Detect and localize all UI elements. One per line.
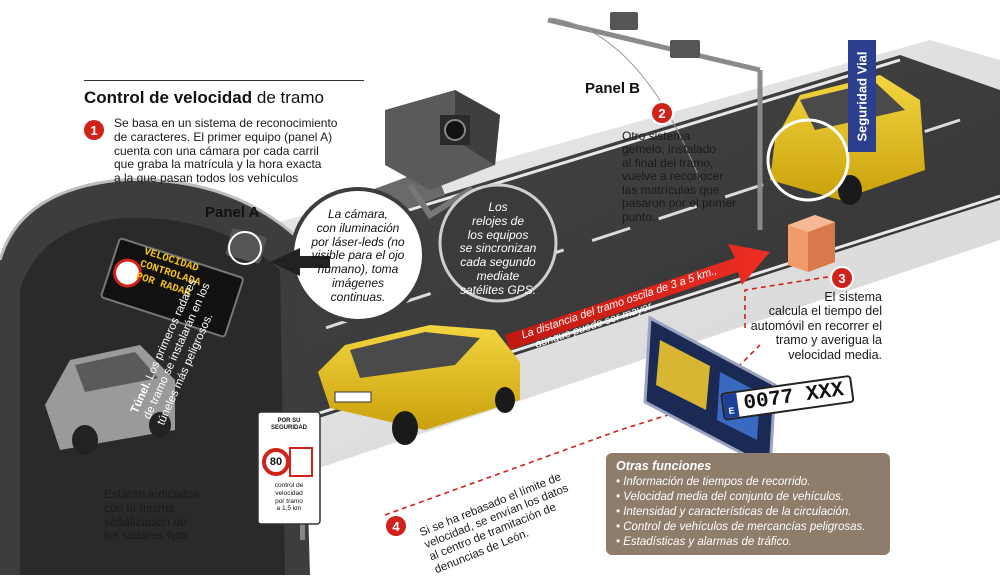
camera-bubble <box>294 191 422 319</box>
title-rule <box>84 80 364 81</box>
list-item: • Estadísticas y alarmas de tráfico. <box>616 535 792 548</box>
control-cabinet <box>788 215 835 272</box>
dashed-link-4 <box>384 344 761 516</box>
panel-a-camera <box>225 228 267 265</box>
step-3-badge: 3 <box>832 268 852 288</box>
step-2-badge: 2 <box>652 103 672 123</box>
variable-message-sign <box>100 237 244 338</box>
road-sign <box>257 411 321 540</box>
other-functions-box: Otras funciones • Información de tiempos… <box>606 453 890 555</box>
page-title: Control de velocidad de tramo <box>84 88 324 107</box>
distance-arrow <box>505 244 770 350</box>
yellow-car-main <box>318 325 520 445</box>
road-sign-speed: 80 <box>269 456 283 468</box>
list-item: • Información de tiempos de recorrido. <box>616 476 811 488</box>
seguridad-vial-logo: Seguridad Vial <box>848 40 876 152</box>
road-sign-header: POR SU SEGURIDAD <box>270 418 307 431</box>
panel-b-label: Panel B <box>585 80 641 97</box>
tunnel-arch <box>0 178 302 261</box>
panel-a-label: Panel A <box>205 204 260 221</box>
list-item: • Intensidad y características de la cir… <box>616 505 852 518</box>
clock-bubble <box>438 183 558 303</box>
other-functions-title: Otras funciones <box>616 459 712 473</box>
arrow-to-panel-a <box>270 248 330 276</box>
step-4-badge: 4 <box>386 516 406 536</box>
dashed-link-3 <box>744 274 841 328</box>
panel-b-gantry <box>547 12 763 230</box>
list-item: • Control de vehículos de mercancías pel… <box>616 520 866 533</box>
list-item: • Velocidad media del conjunto de vehícu… <box>616 490 844 503</box>
step-1-badge: 1 <box>84 120 104 140</box>
other-functions-list: • Información de tiempos de recorrido. •… <box>616 475 880 550</box>
grey-car <box>45 345 175 455</box>
